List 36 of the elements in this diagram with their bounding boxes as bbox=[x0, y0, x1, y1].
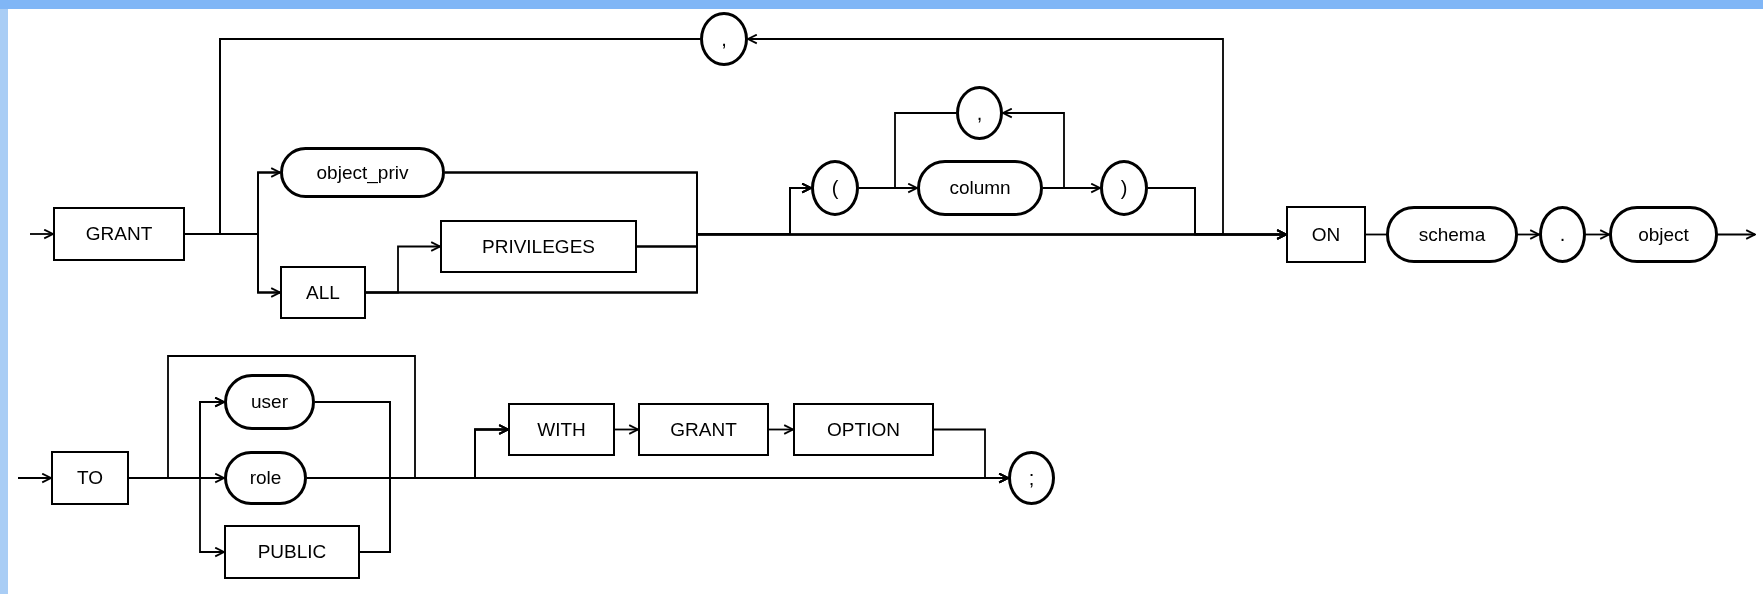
symbol-circle: ( bbox=[811, 160, 859, 216]
symbol-circle: . bbox=[1539, 206, 1586, 263]
rail-line bbox=[768, 424, 794, 435]
keyword-box: PRIVILEGES bbox=[440, 220, 637, 273]
rail-line bbox=[167, 355, 416, 479]
identifier-pill: object_priv bbox=[280, 147, 445, 198]
rail-line bbox=[614, 424, 639, 435]
rail-line bbox=[894, 112, 957, 189]
symbol-circle: ) bbox=[1100, 160, 1148, 216]
keyword-box: ALL bbox=[280, 266, 366, 319]
rail-line bbox=[1365, 233, 1387, 236]
rail-line bbox=[636, 229, 1287, 248]
rail-line bbox=[128, 477, 225, 558]
rail-line bbox=[1517, 229, 1540, 240]
keyword-box: TO bbox=[51, 451, 129, 505]
identifier-pill: object bbox=[1609, 206, 1718, 263]
rail-line bbox=[17, 472, 52, 484]
keyword-box: GRANT bbox=[53, 207, 185, 261]
symbol-circle: , bbox=[700, 12, 748, 66]
identifier-pill: role bbox=[224, 451, 307, 505]
rail-line bbox=[747, 33, 1224, 235]
rail-line bbox=[1717, 229, 1756, 240]
rail-line bbox=[1002, 107, 1065, 189]
rail-line bbox=[29, 228, 54, 240]
keyword-box: GRANT bbox=[638, 403, 769, 456]
symbol-circle: , bbox=[956, 86, 1003, 140]
rail-line bbox=[858, 182, 918, 194]
keyword-box: ON bbox=[1286, 206, 1366, 263]
keyword-box: OPTION bbox=[793, 403, 934, 456]
symbol-circle: ; bbox=[1008, 451, 1055, 505]
keyword-box: PUBLIC bbox=[224, 525, 360, 579]
identifier-pill: column bbox=[917, 160, 1043, 216]
identifier-pill: user bbox=[224, 374, 315, 430]
identifier-pill: schema bbox=[1386, 206, 1518, 263]
keyword-box: WITH bbox=[508, 403, 615, 456]
rail-line bbox=[1585, 229, 1610, 240]
